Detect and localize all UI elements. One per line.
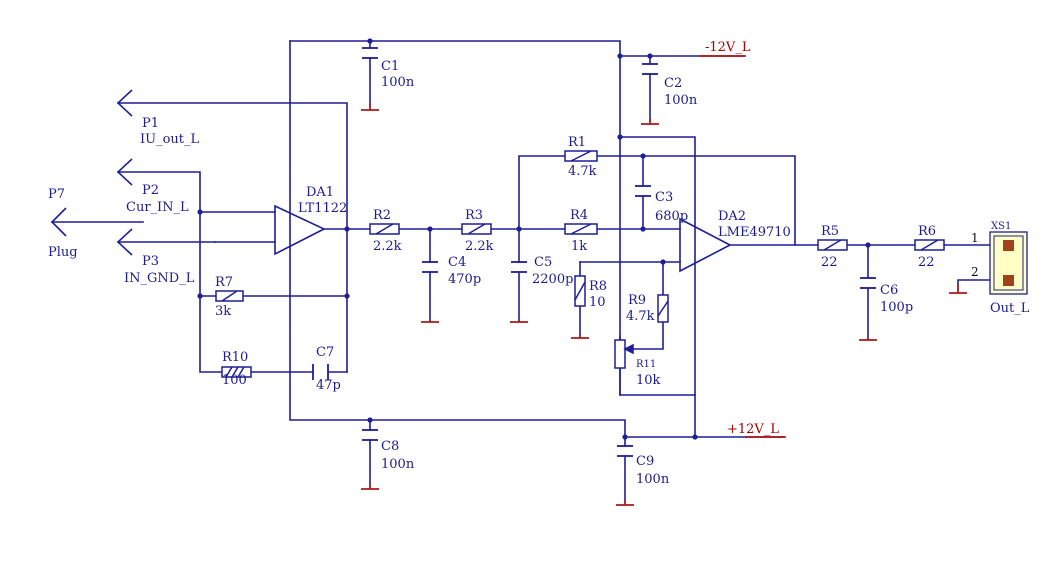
junction-dots <box>197 38 871 440</box>
r7-ref-label: R7 <box>215 275 233 290</box>
r9-value-label: 4.7k <box>626 309 655 324</box>
c4-value-label: 470p <box>448 272 481 287</box>
r3-ref-label: R3 <box>465 208 483 223</box>
r5-value-label: 22 <box>821 255 838 270</box>
r4-value-label: 1k <box>571 239 587 254</box>
c9-ref-label: C9 <box>636 454 654 469</box>
r1-value-label: 4.7k <box>568 164 597 179</box>
c7-value-label: 47p <box>316 378 341 393</box>
r8-ref-label: R8 <box>589 279 607 294</box>
da1-ref-label: DA1 <box>306 185 334 200</box>
c8-ref-label: C8 <box>381 439 399 454</box>
c2-ref-label: C2 <box>664 76 682 91</box>
r9-ref-label: R9 <box>628 293 646 308</box>
r6-ref-label: R6 <box>918 224 936 239</box>
p1-ref-label: P1 <box>142 116 159 131</box>
p7-net-label: Plug <box>48 245 78 260</box>
c6-value-label: 100p <box>880 300 913 315</box>
p3-net-label: IN_GND_L <box>124 271 195 286</box>
p2-ref-label: P2 <box>142 183 159 198</box>
xs1-ref-label: XS1 <box>991 221 1011 232</box>
xs1-pin2-label: 2 <box>971 265 979 279</box>
p1-net-label: IU_out_L <box>140 132 200 147</box>
da1-opamp-symbol <box>274 204 326 256</box>
pos-rail-label: +12V_L <box>727 422 779 437</box>
p3-ref-label: P3 <box>142 254 159 269</box>
da2-opamp-symbol <box>679 217 732 273</box>
xs1-pin1-label: 1 <box>971 231 979 245</box>
r11-ref-label: R11 <box>636 359 656 370</box>
c3-ref-label: C3 <box>655 190 673 205</box>
c2-value-label: 100n <box>664 93 698 108</box>
da2-part-label: LME49710 <box>718 225 791 240</box>
c4-ref-label: C4 <box>448 255 466 270</box>
r2-ref-label: R2 <box>373 208 391 223</box>
da2-ref-label: DA2 <box>718 209 746 224</box>
r3-value-label: 2.2k <box>465 239 494 254</box>
r2-value-label: 2.2k <box>373 239 402 254</box>
c5-value-label: 2200p <box>532 272 573 287</box>
xs1-name-label: Out_L <box>990 301 1030 316</box>
r6-value-label: 22 <box>918 255 935 270</box>
c8-value-label: 100n <box>381 457 415 472</box>
c7-ref-label: C7 <box>316 345 334 360</box>
c6-ref-label: C6 <box>880 283 898 298</box>
resistor-symbols <box>215 150 945 378</box>
c9-value-label: 100n <box>636 472 670 487</box>
r4-ref-label: R4 <box>570 208 588 223</box>
c1-value-label: 100n <box>381 75 415 90</box>
r11-value-label: 10k <box>636 373 661 388</box>
xs1-connector <box>989 231 1028 295</box>
c1-ref-label: C1 <box>381 59 399 74</box>
r8-value-label: 10 <box>589 295 606 310</box>
r5-ref-label: R5 <box>821 224 839 239</box>
r10-ref-label: R10 <box>222 350 248 365</box>
r10-value-label: 100 <box>222 373 247 388</box>
da1-part-label: LT1122 <box>298 201 347 216</box>
r7-value-label: 3k <box>215 304 231 319</box>
p2-net-label: Cur_IN_L <box>126 200 189 215</box>
p7-ref-label: P7 <box>48 187 65 202</box>
c5-ref-label: C5 <box>534 255 552 270</box>
port-arrows <box>50 89 133 256</box>
ground-symbols <box>361 104 967 506</box>
r1-ref-label: R1 <box>568 135 586 150</box>
wires <box>51 40 1004 501</box>
power-rail-stubs <box>700 55 785 438</box>
neg-rail-label: -12V_L <box>705 40 751 55</box>
c3-value-label: 680p <box>655 209 688 224</box>
capacitor-plates <box>312 47 876 457</box>
r11-wiper-arrow <box>619 335 634 395</box>
